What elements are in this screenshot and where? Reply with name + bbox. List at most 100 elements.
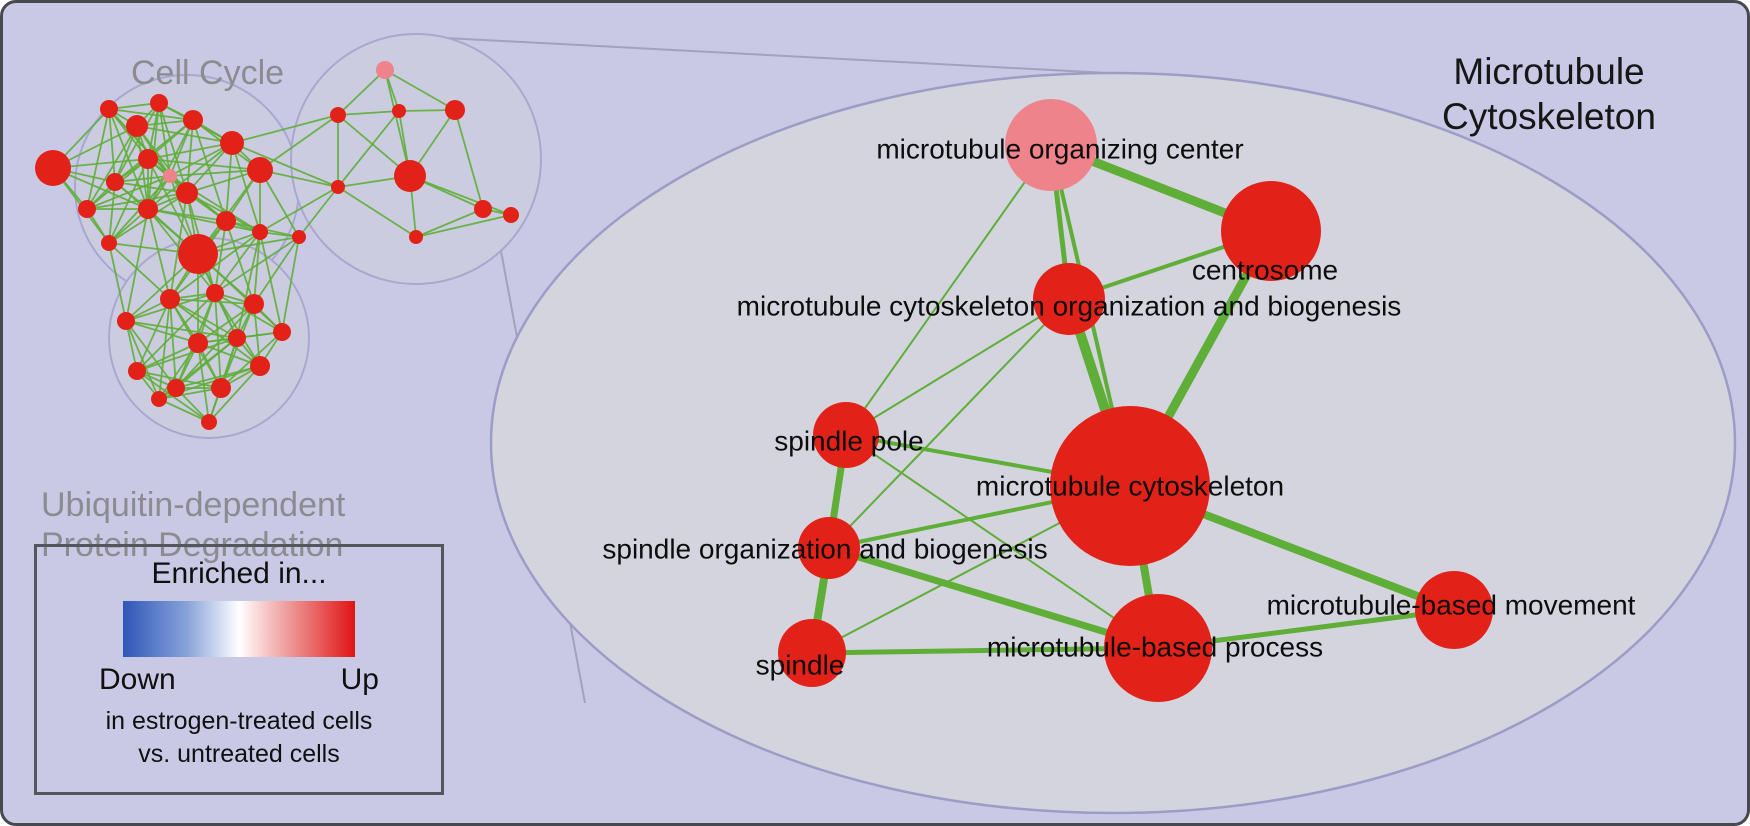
overview-edge: [147, 208, 261, 233]
overview-edge: [86, 175, 171, 210]
overview-edge: [169, 169, 261, 177]
zoom-node-moc: [1005, 99, 1097, 191]
overview-node: [78, 200, 96, 218]
overview-node: [474, 200, 492, 218]
zoom-edge-mcob-spindle_pole: [845, 298, 1070, 436]
overview-edge: [225, 142, 233, 222]
overview-node: [211, 378, 231, 398]
overview-node: [273, 323, 291, 341]
overview-node: [167, 379, 185, 397]
overview-edge: [409, 175, 512, 216]
overview-edge: [169, 175, 227, 222]
overview-node: [100, 100, 118, 118]
overview-node: [160, 289, 180, 309]
zoom-node-label-centrosome: centrosome: [1192, 255, 1338, 286]
legend-down-label: Down: [99, 663, 176, 696]
overview-edge: [220, 331, 283, 389]
overview-node: [392, 104, 406, 118]
overview-node: [150, 94, 168, 112]
overview-edge: [214, 231, 261, 294]
overview-edge: [197, 303, 255, 344]
overview-node: [106, 173, 124, 191]
zoom-edge-mcob-spindle_org: [828, 298, 1070, 549]
overview-edge: [197, 342, 210, 423]
overview-node: [151, 391, 167, 407]
overview-edge: [169, 298, 177, 389]
overview-edge: [136, 370, 210, 423]
legend-title: Enriched in...: [151, 557, 327, 590]
overview-edge: [169, 192, 188, 300]
overview-edge: [415, 214, 512, 238]
zoom-cluster-title-line1: Microtubule: [1453, 51, 1645, 92]
zoom-node-hub: [1050, 406, 1210, 566]
overview-edge: [415, 208, 484, 238]
zoom-node-label-spindle: spindle: [756, 650, 845, 681]
zoom-node-label-hub: microtubule cytoskeleton: [976, 471, 1284, 502]
overview-edge: [337, 110, 400, 188]
overview-node: [216, 211, 236, 231]
overview-edge: [337, 110, 400, 116]
zoom-node-centrosome: [1221, 181, 1321, 281]
overview-node: [183, 110, 203, 130]
network-canvas: microtubule organizing center centrosome m…: [35, 33, 1737, 815]
overview-edge: [147, 158, 261, 171]
zoom-node-mcob: [1033, 263, 1105, 335]
cluster-label-cell-cycle: Cell Cycle: [131, 54, 285, 92]
overview-edge: [158, 102, 171, 177]
overview-edge: [158, 398, 210, 423]
overview-edge: [259, 114, 339, 171]
legend-caption-line2: vs. untreated cells: [138, 739, 340, 768]
overview-edge: [281, 236, 300, 333]
zoom-node-label-movement: microtubule-based movement: [1267, 590, 1636, 621]
zoom-edge-moc-spindle_pole: [845, 144, 1052, 436]
overview-edge: [384, 69, 456, 111]
overview-edge: [125, 320, 199, 344]
overview-edge: [298, 186, 339, 238]
zoom-edge-spindle-process: [809, 645, 1161, 656]
overview-edge: [86, 108, 110, 210]
overview-node: [394, 160, 426, 192]
zoom-cluster-title-line2: Cytoskeleton: [1442, 96, 1656, 138]
legend-gradient-bar: [123, 601, 355, 657]
overview-node: [117, 312, 135, 330]
overview-edge: [169, 231, 261, 300]
legend-caption-line1: in estrogen-treated cells: [105, 707, 373, 735]
overview-edge: [114, 102, 160, 183]
overview-edge: [147, 119, 194, 210]
overview-node: [163, 169, 177, 183]
overview-node: [101, 235, 117, 251]
overview-edge: [214, 220, 227, 294]
zoom-node-label-moc: microtubule organizing center: [876, 134, 1243, 165]
overview-node: [35, 150, 71, 186]
overview-node: [178, 234, 218, 274]
overview-node: [250, 356, 270, 376]
overview-edge: [169, 298, 238, 339]
overview-edge: [108, 181, 116, 244]
overview-edge: [169, 298, 261, 367]
overview-edge: [147, 142, 233, 160]
overview-node: [244, 294, 264, 314]
overview-edge: [136, 298, 171, 372]
overview-node: [445, 100, 465, 120]
overview-edge: [236, 231, 261, 339]
legend: Enriched in... Down Up in estrogen-treat…: [34, 544, 444, 795]
overview-node: [188, 333, 208, 353]
overview-edge: [86, 192, 188, 210]
overview-node: [138, 149, 158, 169]
overview-edge: [158, 102, 188, 194]
overview-edge: [136, 337, 238, 372]
overview-node: [220, 131, 244, 155]
overview-node: [330, 107, 346, 123]
zoom-cluster-title: Microtubule Cytoskeleton: [1442, 49, 1656, 139]
overview-edge: [136, 292, 216, 372]
zoom-edge-spindle_org-process: [825, 544, 1162, 652]
zoom-node-process: [1104, 594, 1212, 702]
overview-node: [228, 329, 246, 347]
overview-edge: [384, 69, 411, 177]
overview-edge: [259, 169, 339, 188]
magnifier-cone-line: [426, 36, 1109, 74]
overview-edge: [136, 342, 199, 372]
overview-edge: [125, 208, 149, 322]
legend-range-row: Down Up: [99, 663, 379, 697]
overview-edge: [147, 142, 233, 210]
